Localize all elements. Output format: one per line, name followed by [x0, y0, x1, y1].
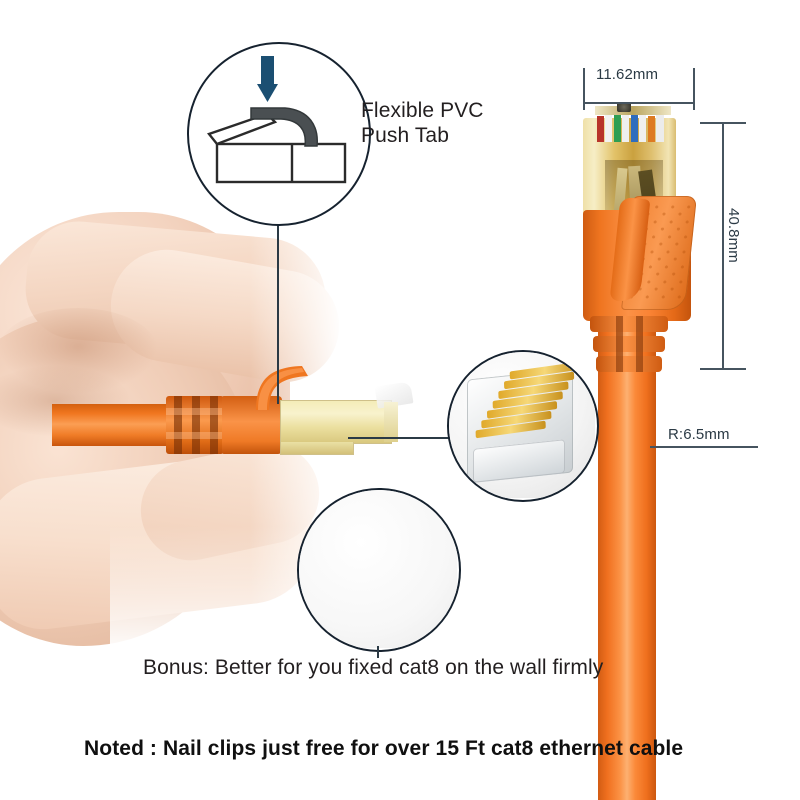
- leader-line-nail-clips: [377, 646, 379, 658]
- push-tab-diagram-icon: [206, 56, 347, 184]
- held-cable-boot: [222, 396, 282, 454]
- noted-text: Noted : Nail clips just free for over 15…: [84, 737, 684, 760]
- push-tab-callout-line1: Flexible PVC: [361, 99, 484, 122]
- dimension-height: 40.8mm: [700, 122, 756, 370]
- strain-relief-ribs: [590, 316, 668, 376]
- held-cable-gold-plug: [280, 381, 414, 455]
- dimension-radius-label: R:6.5mm: [668, 426, 730, 443]
- down-arrow-icon: [257, 56, 278, 102]
- push-tab-diagram-circle: [187, 42, 371, 226]
- dimension-width-label: 11.62mm: [596, 66, 659, 83]
- push-tab-shape: [256, 366, 308, 410]
- dimension-height-label: 40.8mm: [725, 208, 742, 263]
- held-cable-strain-relief: [166, 396, 224, 454]
- rj45-closeup-circle: [447, 350, 599, 502]
- held-cable-jacket: [52, 404, 170, 446]
- main-cable-body: [598, 300, 656, 800]
- twisted-pair-wires: [595, 102, 671, 142]
- dimension-width: 11.62mm: [583, 58, 695, 110]
- nail-clips-circle: [297, 488, 461, 652]
- held-cable-push-tab: [250, 362, 310, 410]
- push-tab-callout-line2: Push Tab: [361, 124, 449, 147]
- dimension-radius: R:6.5mm: [650, 424, 780, 454]
- leader-line-rj45: [348, 437, 464, 439]
- bonus-text: Bonus: Better for you fixed cat8 on the …: [143, 656, 604, 679]
- leader-line-push-tab: [277, 214, 279, 404]
- connector-orange-boot: [583, 196, 697, 321]
